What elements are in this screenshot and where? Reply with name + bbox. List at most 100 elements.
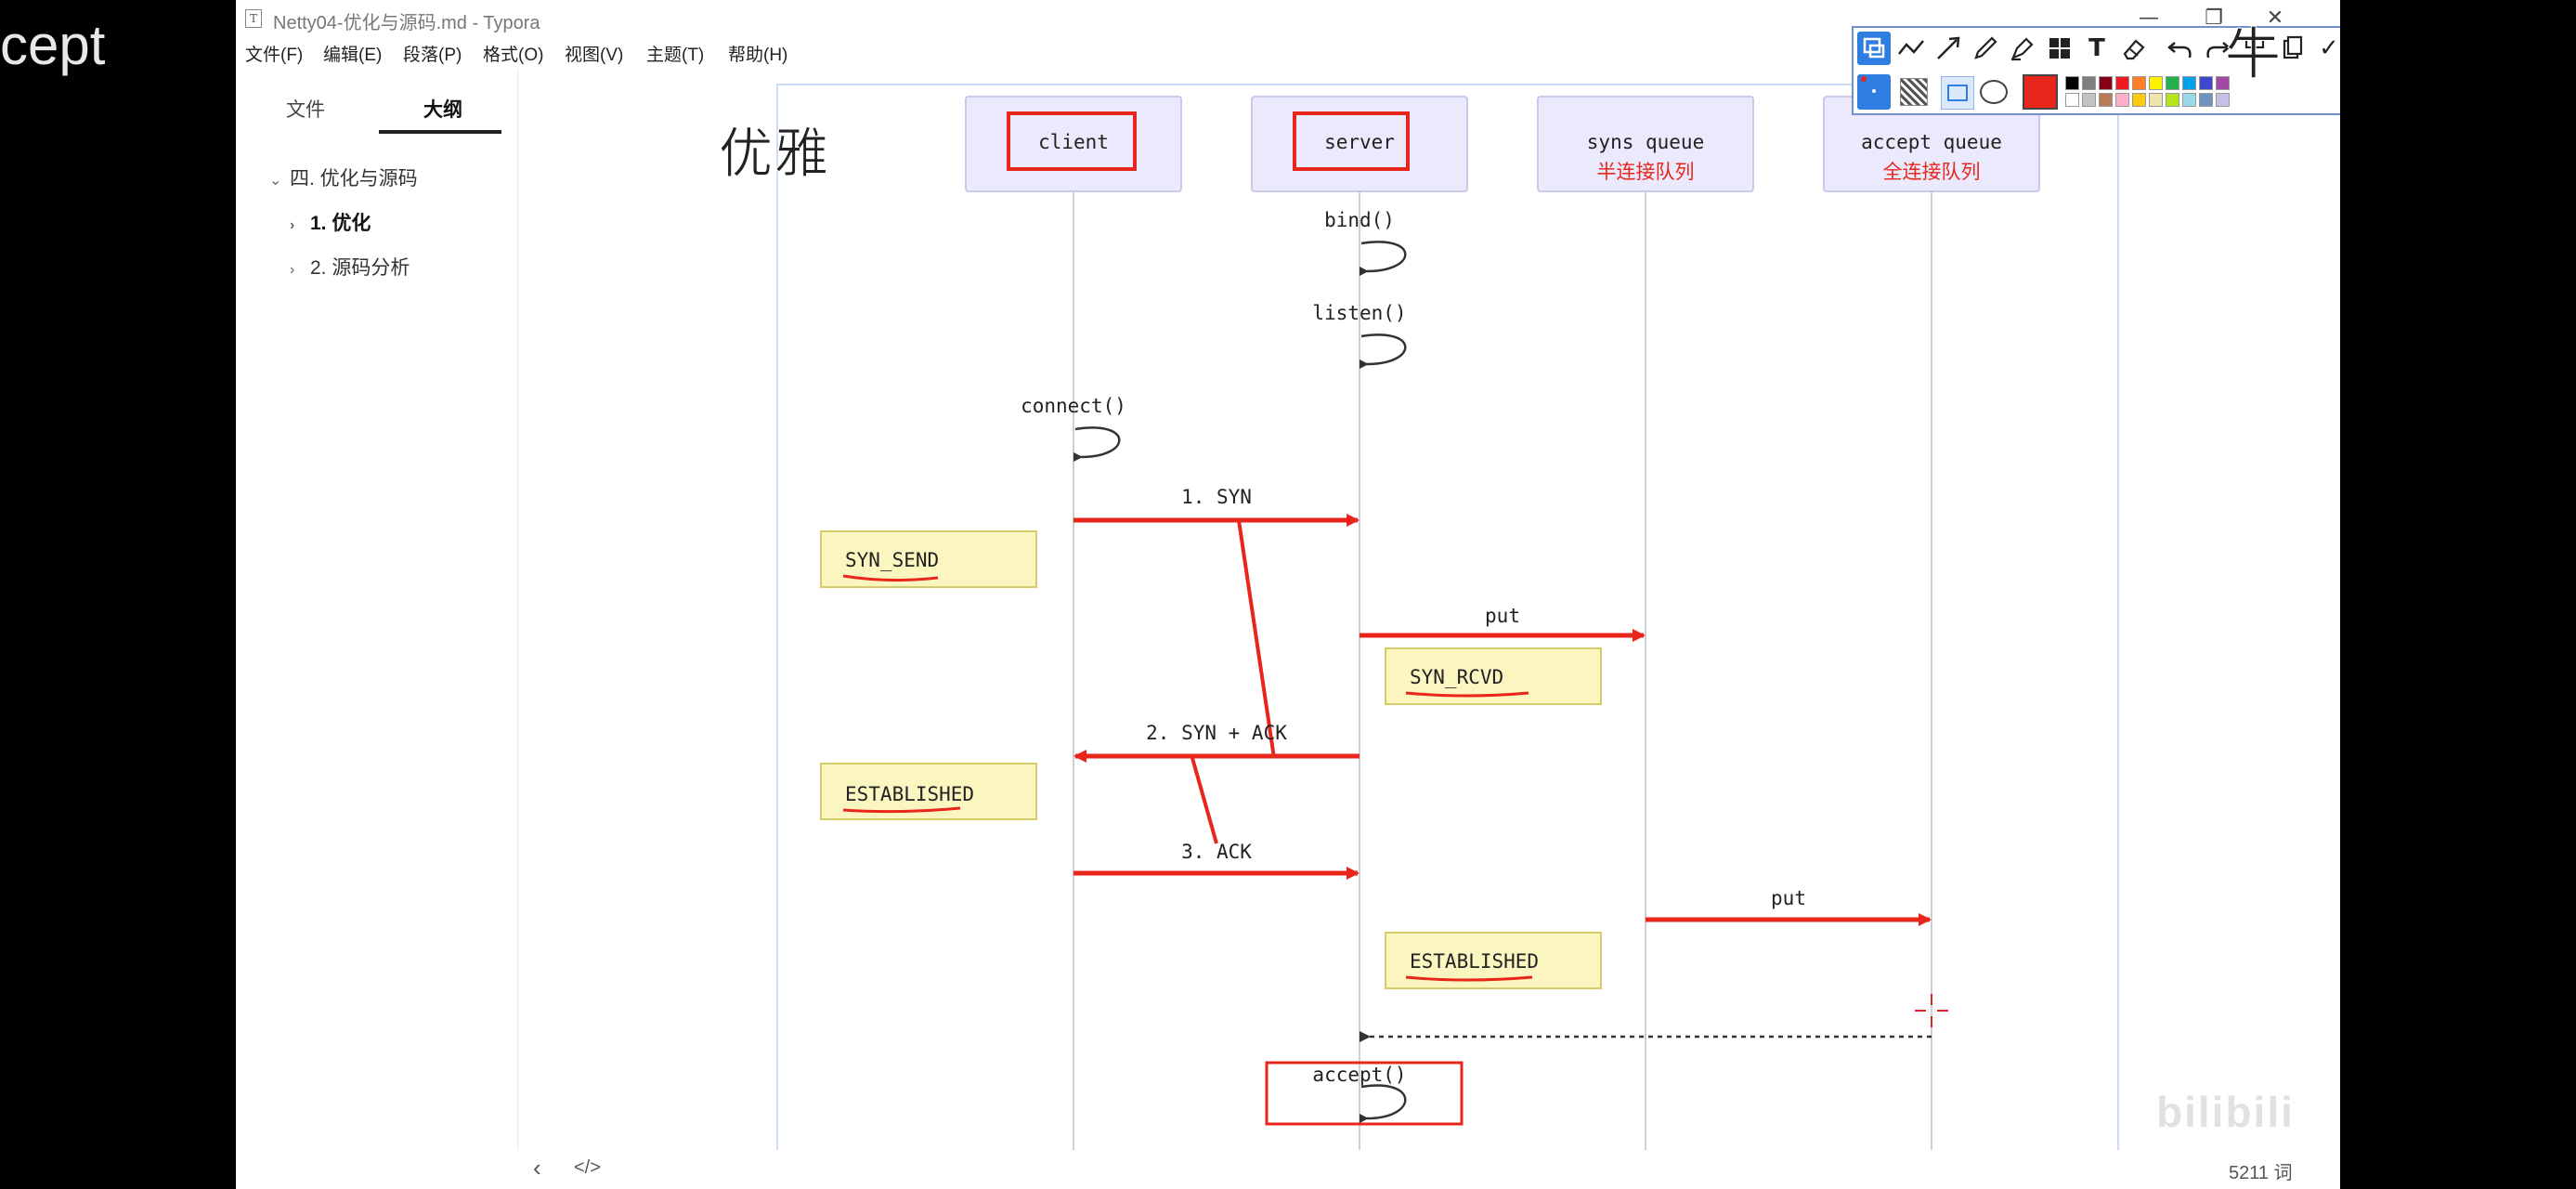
- bilibili-watermark: bilibili: [2156, 1088, 2295, 1136]
- minimize-button[interactable]: —: [2139, 7, 2159, 30]
- confirm-icon[interactable]: ✓: [2319, 34, 2339, 62]
- crosshair-cursor-icon: [1915, 994, 1948, 1027]
- message-label-ack: 3. ACK: [1181, 841, 1252, 863]
- typora-app-icon: T: [245, 9, 262, 28]
- rect-select-icon[interactable]: [1857, 32, 1891, 65]
- brush-size-small[interactable]: [1857, 74, 1891, 110]
- color-swatch[interactable]: [2216, 76, 2230, 90]
- color-swatch[interactable]: [2099, 93, 2113, 107]
- arrow-icon[interactable]: [1932, 32, 1965, 65]
- annotation-box-accept: [1265, 1061, 1464, 1126]
- redo-icon[interactable]: [2201, 32, 2234, 65]
- tab-outline[interactable]: 大纲: [423, 99, 462, 121]
- outline-item-label: 1. 优化: [310, 213, 371, 234]
- color-swatch[interactable]: [2166, 76, 2179, 90]
- tab-files[interactable]: 文件: [286, 99, 325, 121]
- outline-item-label: 四. 优化与源码: [290, 168, 418, 189]
- toggle-sidebar-button[interactable]: ‹: [533, 1154, 541, 1182]
- self-call-label-accept: accept(): [1312, 1064, 1406, 1086]
- participant-label-client: client: [1038, 131, 1109, 153]
- title-bar: T Netty04-优化与源码.md - Typora — ❐ ✕: [236, 0, 2340, 37]
- window-title: Netty04-优化与源码.md - Typora: [273, 13, 540, 33]
- undo-icon[interactable]: [2164, 32, 2197, 65]
- pen-icon[interactable]: [1969, 32, 2002, 65]
- highlighter-icon[interactable]: [2006, 32, 2039, 65]
- video-overlay-glyph: 牛: [2225, 22, 2282, 88]
- menu-edit[interactable]: 编辑(E): [323, 46, 383, 65]
- message-label-syn: 1. SYN: [1181, 486, 1252, 508]
- color-swatch[interactable]: [2082, 93, 2096, 107]
- selected-color-swatch[interactable]: [2023, 74, 2058, 110]
- self-call-label-connect: connect(): [1021, 395, 1126, 417]
- mosaic-icon[interactable]: [2043, 32, 2076, 65]
- menu-view[interactable]: 视图(V): [565, 46, 624, 65]
- color-swatch[interactable]: [2132, 93, 2146, 107]
- menu-format[interactable]: 格式(O): [483, 46, 544, 65]
- color-swatch[interactable]: [2115, 76, 2129, 90]
- color-swatch[interactable]: [2065, 93, 2079, 107]
- menu-theme[interactable]: 主题(T): [646, 46, 705, 65]
- color-swatch[interactable]: [2132, 76, 2146, 90]
- outline-item-optimization[interactable]: › 1. 优化: [290, 208, 371, 236]
- menu-file[interactable]: 文件(F): [245, 46, 304, 65]
- underline-established-server: [1405, 975, 1533, 982]
- eraser-icon[interactable]: [2117, 32, 2151, 65]
- color-swatch[interactable]: [2149, 76, 2163, 90]
- underline-syn-rcvd: [1405, 691, 1529, 698]
- self-call-arrow-listen: [1359, 333, 1407, 370]
- participant-syns-queue: [1537, 96, 1754, 192]
- annotation-diagonal-1: [1237, 519, 1276, 759]
- participant-sublabel-syns-queue: 半连接队列: [1597, 161, 1695, 183]
- menu-bar: 文件(F) 编辑(E) 段落(P) 格式(O) 视图(V) 主题(T) 帮助(H…: [236, 37, 2340, 69]
- color-swatch[interactable]: [2182, 93, 2196, 107]
- color-swatch[interactable]: [2065, 76, 2079, 90]
- word-count[interactable]: 5211 词: [2229, 1163, 2293, 1183]
- menu-help[interactable]: 帮助(H): [728, 46, 788, 65]
- color-swatch[interactable]: [2115, 93, 2129, 107]
- close-button[interactable]: ✕: [2266, 7, 2284, 30]
- self-call-label-bind: bind(): [1324, 209, 1395, 231]
- chevron-right-icon[interactable]: ›: [290, 262, 295, 278]
- rect-shape-option[interactable]: [1941, 76, 1974, 110]
- outline-item-source-analysis[interactable]: › 2. 源码分析: [290, 253, 410, 281]
- color-swatch[interactable]: [2099, 76, 2113, 90]
- note-label-established-server: ESTABLISHED: [1410, 950, 1539, 973]
- menu-paragraph[interactable]: 段落(P): [403, 46, 462, 65]
- annotation-diagonal-2: [1190, 757, 1218, 844]
- maximize-button[interactable]: ❐: [2205, 7, 2223, 30]
- typora-window: T Netty04-优化与源码.md - Typora — ❐ ✕ 文件(F) …: [236, 0, 2340, 1189]
- status-bar: ‹ </> 5211 词: [236, 1150, 2340, 1189]
- note-label-syn-rcvd: SYN_RCVD: [1410, 666, 1503, 688]
- copy-icon[interactable]: [2275, 32, 2309, 65]
- annotation-box-server: [1293, 111, 1410, 171]
- color-swatch[interactable]: [2149, 93, 2163, 107]
- active-tab-indicator: [379, 130, 501, 134]
- message-label-syn-ack: 2. SYN + ACK: [1146, 722, 1287, 744]
- text-icon[interactable]: T: [2088, 34, 2105, 62]
- chevron-down-icon[interactable]: ⌄: [269, 173, 282, 189]
- color-swatch[interactable]: [2082, 76, 2096, 90]
- outline-item-label: 2. 源码分析: [310, 257, 410, 279]
- sidebar: 文件 大纲 ⌄ 四. 优化与源码 › 1. 优化 › 2. 源码分析: [236, 69, 518, 1189]
- note-label-established-client: ESTABLISHED: [845, 783, 974, 805]
- chevron-right-icon[interactable]: ›: [290, 217, 295, 233]
- participant-label-syns-queue: syns queue: [1587, 131, 1704, 153]
- underline-established-client: [842, 806, 961, 814]
- pin-icon[interactable]: [2238, 32, 2271, 65]
- color-swatch[interactable]: [2199, 76, 2213, 90]
- message-label-put-1: put: [1485, 605, 1520, 627]
- outline-item-section-4[interactable]: ⌄ 四. 优化与源码: [269, 163, 418, 191]
- color-swatch[interactable]: [2182, 76, 2196, 90]
- color-swatch[interactable]: [2166, 93, 2179, 107]
- fill-pattern-option[interactable]: [1900, 78, 1928, 106]
- self-call-arrow-bind: [1359, 241, 1407, 277]
- message-label-put-2: put: [1771, 887, 1806, 909]
- source-code-mode-button[interactable]: </>: [574, 1157, 601, 1178]
- underline-syn-send: [842, 574, 939, 582]
- participant-label-accept-queue: accept queue: [1861, 131, 2002, 153]
- note-label-syn-send: SYN_SEND: [845, 549, 939, 571]
- color-swatch[interactable]: [2199, 93, 2213, 107]
- color-swatch[interactable]: [2216, 93, 2230, 107]
- polyline-icon[interactable]: [1894, 32, 1928, 65]
- ellipse-shape-option[interactable]: [1980, 80, 2008, 104]
